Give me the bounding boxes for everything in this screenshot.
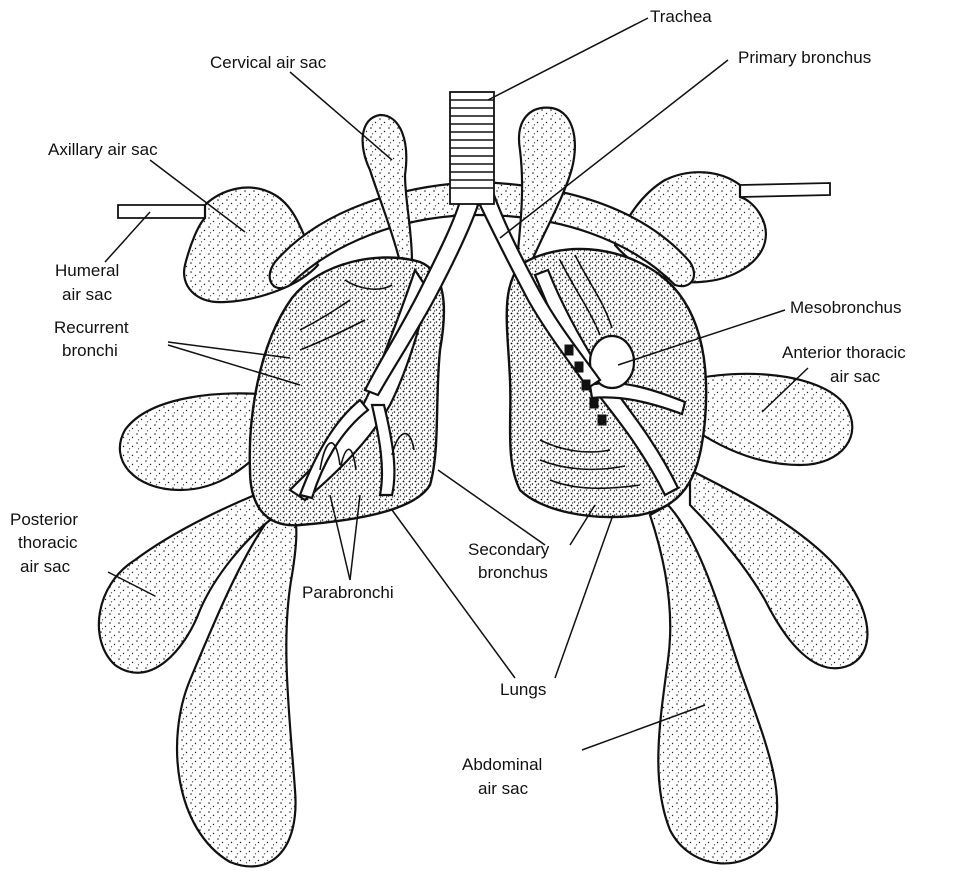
label-abdominal-air-sac-line1: Abdominal [462,755,542,774]
label-secondary-bronchus-line1: Secondary [468,540,550,559]
label-parabronchi: Parabronchi [302,583,394,602]
leader-lungs-right [555,515,613,678]
label-recurrent-bronchi-line1: Recurrent [54,318,129,337]
label-anterior-thoracic-line1: Anterior thoracic [782,343,906,362]
label-abdominal-air-sac-line2: air sac [478,779,529,798]
label-mesobronchus: Mesobronchus [790,298,902,317]
leader-humeral-air-sac [105,212,150,262]
leader-lungs-left [392,510,515,678]
left-humeral-tube [118,205,205,218]
leader-trachea [488,18,648,100]
right-anterior-thoracic-air-sac [690,374,852,465]
label-primary-bronchus: Primary bronchus [738,48,871,67]
label-anterior-thoracic-line2: air sac [830,367,881,386]
label-cervical-air-sac: Cervical air sac [210,53,327,72]
right-humeral-tube [740,183,830,197]
label-lungs: Lungs [500,680,546,699]
trachea-tube [450,92,494,204]
label-posterior-thoracic-line3: air sac [20,557,71,576]
left-cervical-air-sac [363,115,412,262]
label-recurrent-bronchi-line2: bronchi [62,341,118,360]
right-cervical-air-sac [516,108,575,270]
label-humeral-air-sac-line1: Humeral [55,261,119,280]
label-trachea: Trachea [650,7,712,26]
label-axillary-air-sac: Axillary air sac [48,140,158,159]
label-secondary-bronchus-line2: bronchus [478,563,548,582]
label-posterior-thoracic-line1: Posterior [10,510,78,529]
label-posterior-thoracic-line2: thoracic [18,533,78,552]
label-humeral-air-sac-line2: air sac [62,285,113,304]
